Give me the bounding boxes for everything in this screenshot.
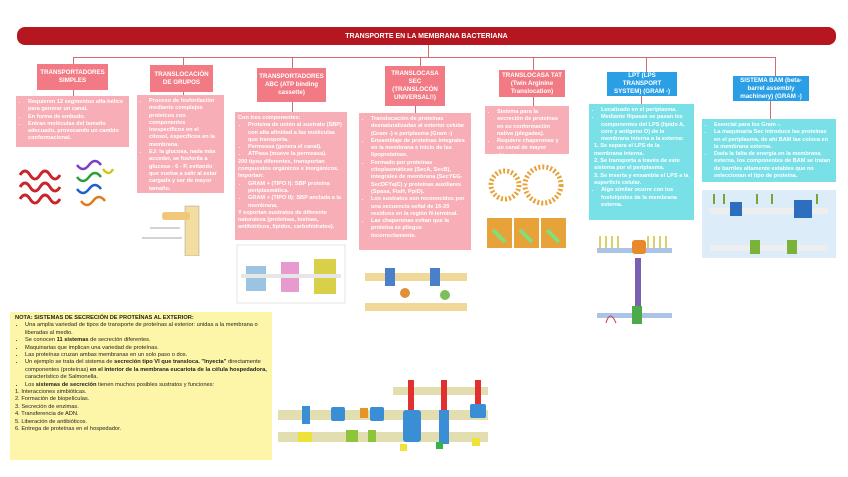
connector: [770, 101, 771, 119]
connector: [420, 57, 421, 66]
text: 200 tipos diferentes, transportan compue…: [238, 158, 339, 180]
connector: [183, 57, 184, 65]
list-item: Dada la falta de energía en la membrana …: [714, 151, 831, 180]
header-translocacion-grupos: TRANSLOCACIÓN DE GRUPOS: [150, 65, 213, 92]
connector: [428, 45, 429, 57]
text: Con tres componentes:: [238, 115, 301, 121]
list-item: Maquinarias que implican una variedad de…: [25, 345, 267, 352]
abc-transporter-figure: [236, 244, 346, 304]
box-transportadores-abc: Con tres componentes: Proteína de unión …: [235, 112, 347, 240]
step: 1. Se separa el LPS de la membrana inter…: [594, 143, 660, 157]
connector: [73, 57, 74, 64]
connector: [775, 57, 776, 76]
list-item: En forma de embudo.: [28, 114, 124, 121]
note-secretion-systems: NOTA: SISTEMAS DE SECRECIÓN DE PROTEÍNAS…: [10, 312, 272, 460]
tat-structure-figure: [487, 164, 566, 248]
list-item: Las proteínas cruzan ambas membranas en …: [25, 352, 267, 359]
header-lpt: LPT (LPS TRANSPORT SYSTEM) (GRAM -): [607, 72, 677, 96]
box-transportadores-simples: Requieren 12 segmentos alfa-hélice para …: [16, 96, 129, 147]
text: Y exportan sustratos de diferente natura…: [238, 209, 335, 231]
list-item: Requiere chaperonas y un canal de mayor …: [497, 138, 564, 160]
function-item: 3. Secreción de enzimas.: [15, 403, 79, 410]
list-item: Los sistemas de secreción tienen muchos …: [25, 382, 267, 389]
list-item: Proceso de fosforilación mediante comple…: [149, 98, 219, 149]
header-transportadores-abc: TRANSPORTADORES ABC (ATP binding cassett…: [257, 68, 326, 102]
list-item: Sistema para la secreción de proteínas e…: [497, 109, 564, 138]
list-item: GRAM + (TIPO I): SBP proteína periplasmá…: [248, 181, 344, 196]
text: Un ejemplo se trata del sistema de: [25, 359, 115, 366]
text: característico de Salmonella.: [25, 374, 99, 381]
list-item: Ensamblaje de proteínas integrales en la…: [371, 138, 466, 160]
text: 11 sistemas: [56, 337, 89, 344]
text: directamente componentes (proteínas): [25, 359, 261, 373]
connector: [73, 90, 74, 96]
list-item: La maquinaria Sec introduce las proteína…: [714, 129, 831, 151]
list-item: Proteína de unión al sustrato (SBP) con …: [248, 122, 344, 144]
connector: [183, 92, 184, 95]
function-item: 5. Liberación de antibióticos.: [15, 418, 88, 425]
text: Se conocen: [25, 337, 57, 344]
header-translocasa-tat: TRANSLOCASA TAT (Twin Arginine Transloca…: [499, 70, 565, 97]
step: 2. Se transporta a través de este sistem…: [594, 158, 680, 172]
connector: [641, 96, 642, 104]
text: secreción tipo VI que transloca. "Inyect…: [114, 359, 227, 366]
box-translocasa-tat: Sistema para la secreción de proteínas e…: [485, 106, 569, 159]
header-transportadores-simples: TRANSPORTADORES SIMPLES: [37, 64, 108, 90]
list-item: ATPasa (mueve la permeasa).: [248, 151, 344, 158]
list-item: Los sustratos son reconocidos por una se…: [371, 196, 466, 218]
step: 3. Se inserta y ensambla el LPS a la sup…: [594, 172, 689, 186]
text: en el interior de la membrana eucariota …: [89, 366, 267, 373]
list-item: Permeasa (genera el canal).: [248, 144, 344, 151]
box-bam: Esencial para los Gram -. La maquinaria …: [702, 119, 836, 182]
transporter-structure-figure: [18, 159, 115, 207]
box-lpt: Localizado en el periplasma. Mediante fl…: [589, 104, 694, 220]
text: tienen muchos posibles sustratos y funci…: [96, 381, 215, 388]
list-item: Algo similar ocurre con los fosfolípidos…: [601, 187, 689, 209]
group-translocation-diagram: [142, 205, 200, 256]
list-item: Se conocen 11 sistemas de secreción dife…: [25, 337, 267, 344]
bam-diagram: [702, 190, 836, 258]
function-item: 2. Formación de biopelículas.: [15, 396, 90, 403]
list-item: Formado por proteínas citoplasmáticas (S…: [371, 160, 466, 196]
function-item: 6. Entrega de proteínas en el hospedador…: [15, 426, 122, 433]
connector: [292, 57, 293, 68]
box-translocacion-grupos: Proceso de fosforilación mediante comple…: [137, 95, 224, 193]
connector: [646, 57, 647, 72]
list-item: Las chaperonas evitan que la proteína se…: [371, 218, 466, 240]
connector: [533, 57, 534, 70]
list-item: Translocación de proteínas desnaturaliza…: [371, 116, 466, 138]
text: de secreción diferentes.: [88, 337, 151, 344]
sec-pathway-diagram: [365, 268, 467, 311]
text: sistemas de secreción: [35, 381, 97, 388]
main-title: TRANSPORTE EN LA MEMBRANA BACTERIANA: [17, 27, 836, 45]
note-heading: NOTA: SISTEMAS DE SECRECIÓN DE PROTEÍNAS…: [15, 315, 194, 321]
function-item: 1. Interacciones simbióticas.: [15, 389, 87, 396]
list-item: Entran moléculas del tamaño adecuado, pr…: [28, 121, 124, 143]
list-item: Localizado en el periplasma.: [601, 107, 689, 114]
list-item: Mediante flipasas se pasan los component…: [601, 114, 689, 143]
box-translocasa-sec: Translocación de proteínas desnaturaliza…: [359, 113, 471, 250]
connector: [415, 106, 416, 113]
connector: [533, 97, 534, 106]
lpt-diagram: [597, 236, 672, 324]
secretion-systems-diagram: [278, 380, 488, 451]
list-item: Requieren 12 segmentos alfa-hélice para …: [28, 99, 124, 114]
list-item: Un ejemplo se trata del sistema de secre…: [25, 359, 267, 381]
header-bam: SISTEMA BAM (beta-barrel assembly machin…: [733, 76, 809, 101]
list-item: Una amplia variedad de tipos de transpor…: [25, 322, 267, 337]
list-item: Esencial para los Gram -.: [714, 122, 831, 129]
text: Los: [25, 381, 36, 388]
connector: [73, 57, 776, 58]
list-item: EJ: la glucosa, nada más acceder, se fos…: [149, 149, 219, 193]
header-translocasa-sec: TRANSLOCASA SEC (TRANSLOCÓN UNIVERSAL!!): [385, 66, 445, 106]
list-item: GRAM + (TIPO II): SBP anclada a la membr…: [248, 195, 344, 210]
connector: [292, 102, 293, 112]
function-item: 4. Transferencia de ADN.: [15, 411, 79, 418]
